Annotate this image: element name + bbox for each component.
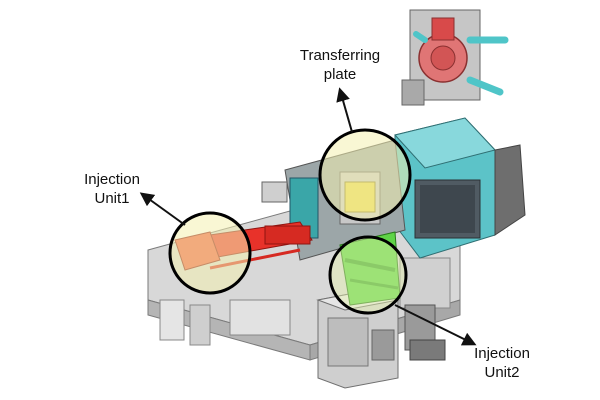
machine-cover bbox=[394, 117, 526, 259]
highlight-circle-injection-unit1 bbox=[168, 211, 252, 295]
label-transferring-plate-line2: plate bbox=[323, 66, 357, 83]
label-injection-unit2: Injection Unit2 bbox=[452, 344, 552, 382]
arrow-injection-unit2 bbox=[394, 304, 477, 346]
label-injection-unit2-line1: Injection bbox=[474, 345, 530, 362]
label-transferring-plate: Transferring plate bbox=[290, 46, 390, 84]
label-injection-unit2-line2: Unit2 bbox=[484, 364, 520, 381]
arrow-injection-unit1 bbox=[139, 192, 186, 226]
label-injection-unit1: Injection Unit1 bbox=[62, 170, 162, 208]
highlight-circle-injection-unit2 bbox=[328, 235, 408, 315]
injection-unit2-barrel bbox=[339, 231, 446, 361]
arrow-transferring-plate bbox=[336, 87, 353, 133]
transferring-plate-inset bbox=[401, 9, 509, 106]
highlight-circle-transferring-plate bbox=[318, 128, 412, 222]
label-transferring-plate-line1: Transferring bbox=[299, 47, 381, 64]
label-injection-unit1-line1: Injection bbox=[84, 171, 140, 188]
label-injection-unit1-line2: Unit1 bbox=[94, 190, 130, 207]
